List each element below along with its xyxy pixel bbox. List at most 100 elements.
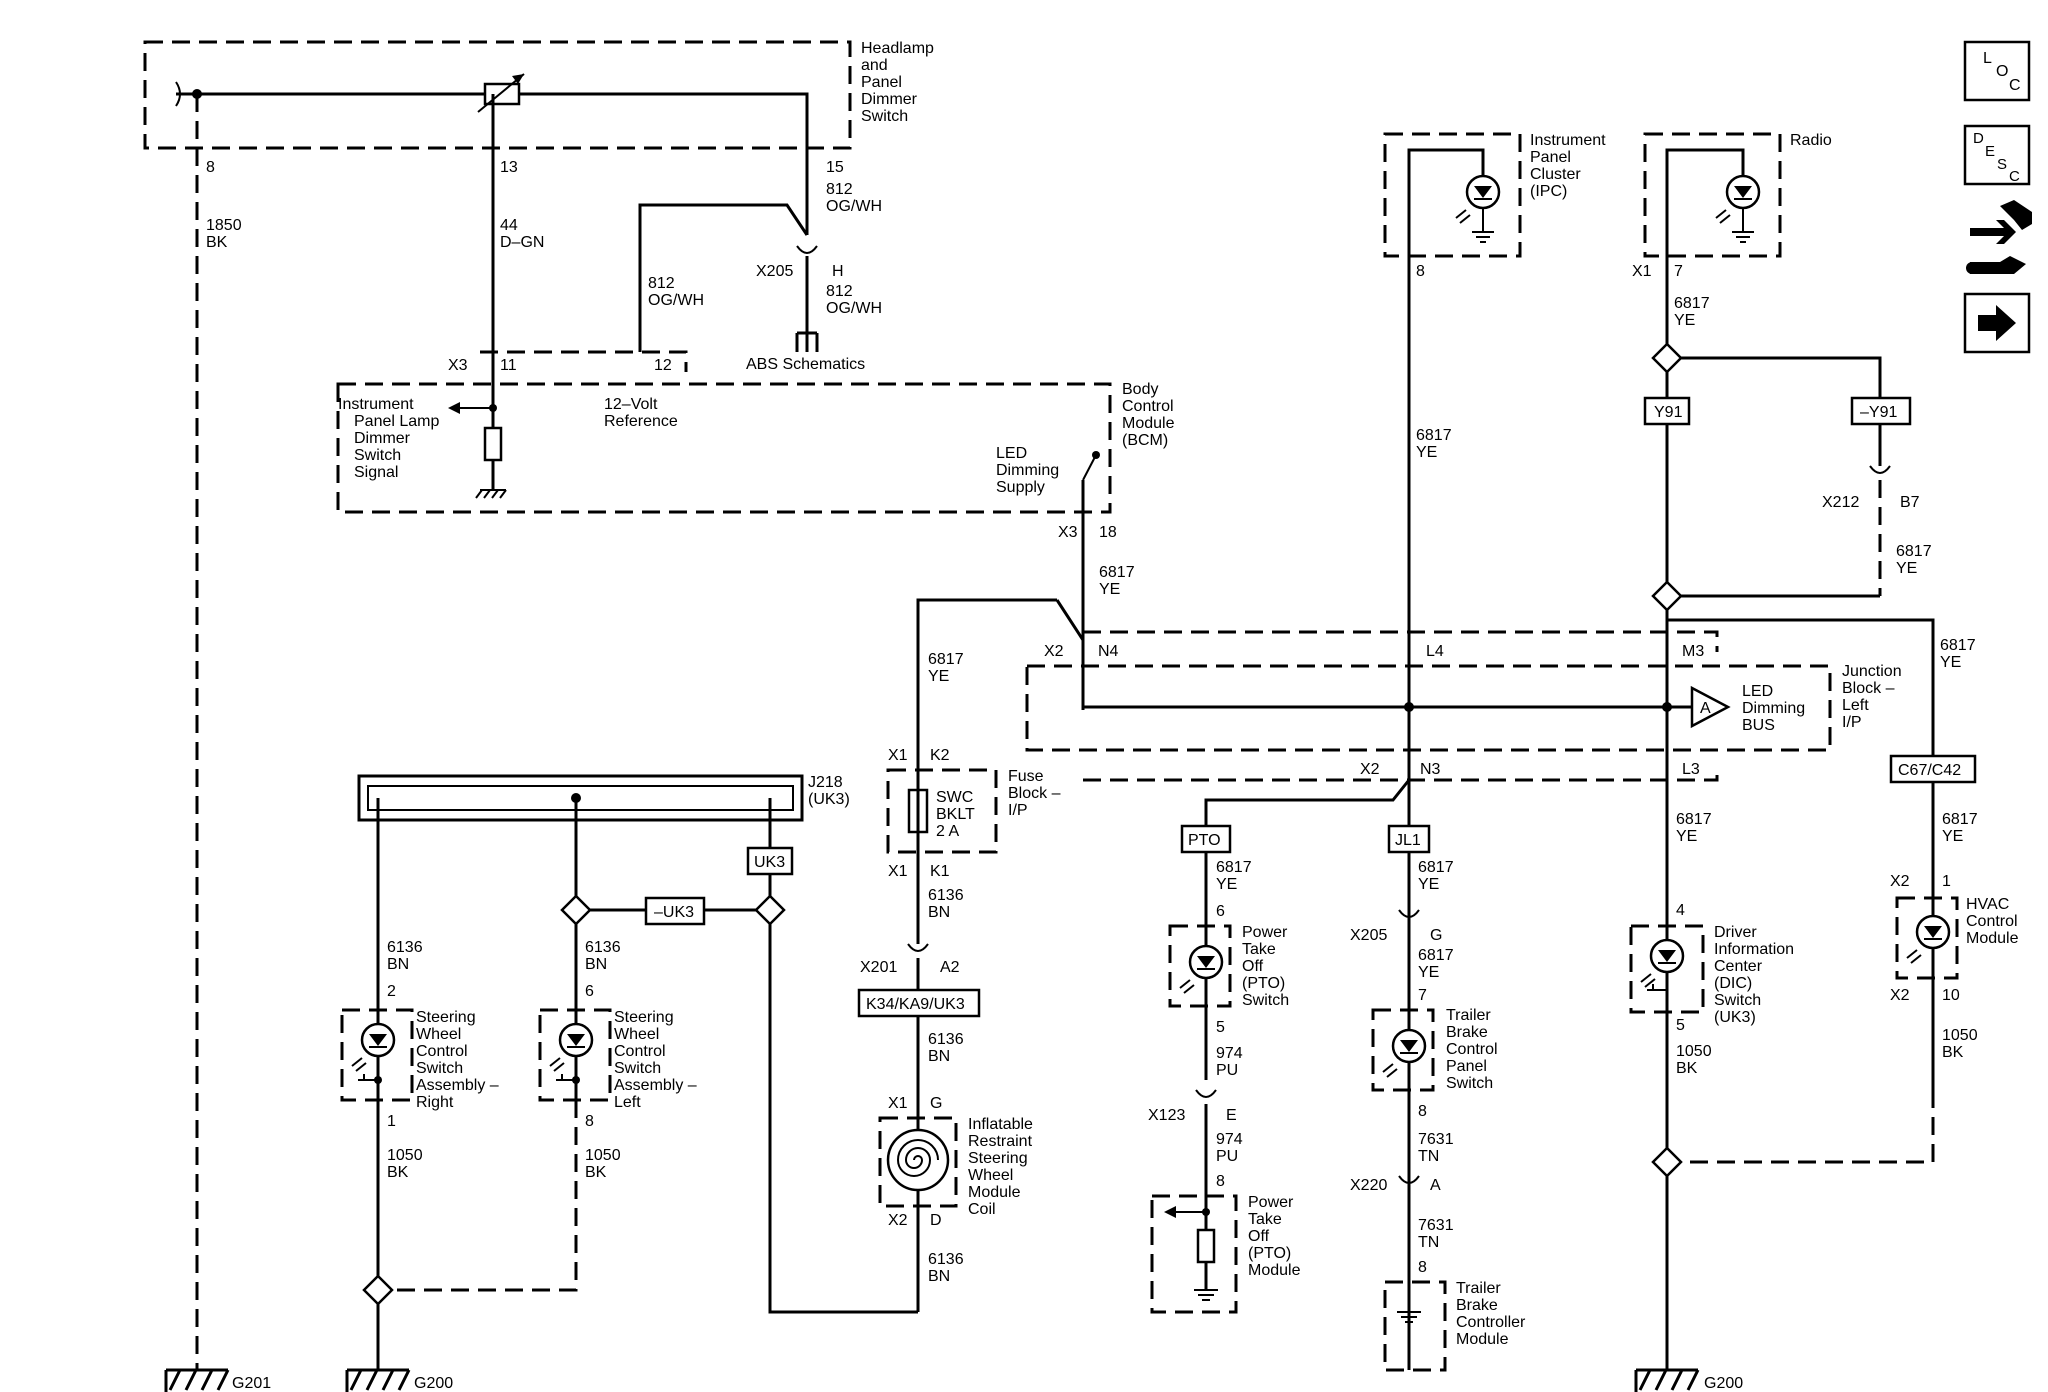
label-components-coil-1: Restraint [968, 1133, 1033, 1150]
label-labels-w1050-r-0: 1050 [387, 1147, 423, 1164]
label-components-fuse-inner-1: BKLT [936, 806, 975, 823]
label-labels-w812b-1: OG/WH [826, 300, 882, 317]
label-components-swc-left-5: Left [614, 1094, 641, 1111]
label-components-swc-right-5: Right [416, 1094, 454, 1111]
label-labels-a-x220: A [1430, 1177, 1441, 1194]
label-labels-g-coil: G [930, 1095, 942, 1112]
label-components-trailer-module-3: Module [1456, 1331, 1509, 1348]
next-page-button[interactable] [1963, 292, 2031, 354]
label-components-trailer-panel-1: Brake [1446, 1024, 1488, 1041]
label-labels-x3a: X3 [448, 357, 468, 374]
label-labels-radio-pin: 7 [1674, 263, 1683, 280]
label-labels-w1050-r-1: BK [387, 1164, 409, 1181]
label-components-hvac-2: Module [1966, 930, 2019, 947]
label-labels-x2-bot: X2 [1360, 761, 1380, 778]
label-components-jb-0: Junction [1842, 663, 1902, 680]
headlamp-title: Headlamp [861, 40, 934, 57]
label-labels-w812c-0: 812 [648, 275, 675, 292]
label-labels-g-x205: G [1430, 927, 1442, 944]
label-components-bus-symbol: A [1700, 700, 1711, 717]
label-components-bcm-2: Module [1122, 415, 1175, 432]
label-labels-w1050-l-1: BK [585, 1164, 607, 1181]
wire-812-ogwh: 15 812 OG/WH X205 H 812 OG/WH ABS Schema… [638, 159, 882, 374]
label-labels-w6817-x212-0: 6817 [1896, 543, 1932, 560]
label-components-coil-4: Module [968, 1184, 1021, 1201]
label-labels-w6817-pto-0: 6817 [1216, 859, 1252, 876]
label-components-ref12-1: Reference [604, 413, 678, 430]
label-components-fuse-inner-2: 2 A [936, 823, 959, 840]
label-labels-w44-0: 44 [500, 217, 518, 234]
description-button[interactable]: D E S C [1963, 124, 2031, 186]
label-labels-w974a-0: 974 [1216, 1045, 1243, 1062]
label-tags-not-y91: –Y91 [1860, 404, 1897, 421]
label-nav-loc-2: C [2009, 77, 2021, 94]
label-components-led-supply-2: Supply [996, 479, 1045, 496]
label-labels-w1050-dic-0: 1050 [1676, 1043, 1712, 1060]
label-components-j218-0: J218 [808, 774, 843, 791]
label-labels-w6136-r-1: BN [387, 956, 409, 973]
label-labels-x2-hvac-b: X2 [1890, 987, 1910, 1004]
label-labels-w6817-radio-1: YE [1674, 312, 1695, 329]
label-labels-p12: 12 [654, 357, 672, 374]
label-labels-x3b: X3 [1058, 524, 1078, 541]
label-nav-desc-0: D [1973, 130, 1984, 147]
label-components-jb-3: I/P [1842, 714, 1862, 731]
label-labels-h: H [832, 263, 844, 280]
label-components-ipc-1: Panel [1530, 149, 1571, 166]
label-labels-tb-p7: 7 [1418, 987, 1427, 1004]
label-labels-w1850-1: BK [206, 234, 228, 251]
label-labels-x201: X201 [860, 959, 897, 976]
label-components-ip-dimmer-signal-2: Dimmer [354, 430, 411, 447]
label-labels-w44-1: D–GN [500, 234, 544, 251]
label-tags-k34: K34/KA9/UK3 [866, 996, 965, 1013]
label-labels-n3: N3 [1420, 761, 1441, 778]
label-labels-hvac-p1: 1 [1942, 873, 1951, 890]
label-components-dic-5: (UK3) [1714, 1009, 1756, 1026]
label-labels-pin-13: 13 [500, 159, 518, 176]
label-labels-e: E [1226, 1107, 1237, 1124]
label-components-pto-module-1: Take [1248, 1211, 1282, 1228]
ground-g201: G201 [164, 1368, 271, 1392]
label-labels-x212: X212 [1822, 494, 1859, 511]
pto-branch: PTO 6817 YE 6 Power Take Off (PTO) Switc… [1148, 779, 1411, 1314]
label-components-headlamp-4: Switch [861, 108, 908, 125]
label-components-ipc-2: Cluster [1530, 166, 1581, 183]
label-labels-w1850-0: 1850 [206, 217, 242, 234]
label-components-dic-0: Driver [1714, 924, 1757, 941]
label-components-swc-right-4: Assembly – [416, 1077, 499, 1094]
label-labels-k2: K2 [930, 747, 950, 764]
label-labels-w974b-0: 974 [1216, 1131, 1243, 1148]
label-components-trailer-panel-3: Panel [1446, 1058, 1487, 1075]
label-components-pto-switch-1: Take [1242, 941, 1276, 958]
label-labels-x2-hvac-a: X2 [1890, 873, 1910, 890]
label-grounds-g200a: G200 [414, 1375, 453, 1392]
label-components-coil-5: Coil [968, 1201, 996, 1218]
label-labels-w6817-radio-0: 6817 [1674, 295, 1710, 312]
label-labels-w6817-dic-1: YE [1676, 828, 1697, 845]
label-components-pto-switch-3: (PTO) [1242, 975, 1285, 992]
label-nav-desc-2: S [1997, 156, 2007, 173]
label-components-j218-1: (UK3) [808, 791, 850, 808]
label-labels-l4: L4 [1426, 643, 1444, 660]
label-components-hvac-0: HVAC [1966, 896, 2009, 913]
body-control-module: Instrument Panel Lamp Dimmer Switch Sign… [336, 381, 1175, 514]
location-button[interactable]: L O C [1963, 40, 2031, 102]
label-labels-w6817-hvac-top-0: 6817 [1940, 637, 1976, 654]
label-tags-c67: C67/C42 [1898, 762, 1961, 779]
label-components-pto-switch-2: Off [1242, 958, 1264, 975]
connector-hand-icon[interactable] [1966, 200, 2032, 274]
label-components-pto-switch-4: Switch [1242, 992, 1289, 1009]
label-labels-w6817-fuse-1: YE [928, 668, 949, 685]
label-components-swc-left-1: Wheel [614, 1026, 659, 1043]
label-components-trailer-panel-2: Control [1446, 1041, 1498, 1058]
label-labels-w6136-r-0: 6136 [387, 939, 423, 956]
label-nav-desc-3: C [2009, 168, 2020, 185]
label-labels-x1-k1: X1 [888, 863, 908, 880]
label-labels-w6817-ipc-0: 6817 [1416, 427, 1452, 444]
j218-splice: J218 (UK3) UK3 –UK3 [357, 774, 850, 1000]
label-labels-w1050-hvac-0: 1050 [1942, 1027, 1978, 1044]
label-labels-w812b-0: 812 [826, 283, 853, 300]
label-components-pto-module-2: Off [1248, 1228, 1270, 1245]
label-labels-swc-l-p6: 6 [585, 983, 594, 1000]
